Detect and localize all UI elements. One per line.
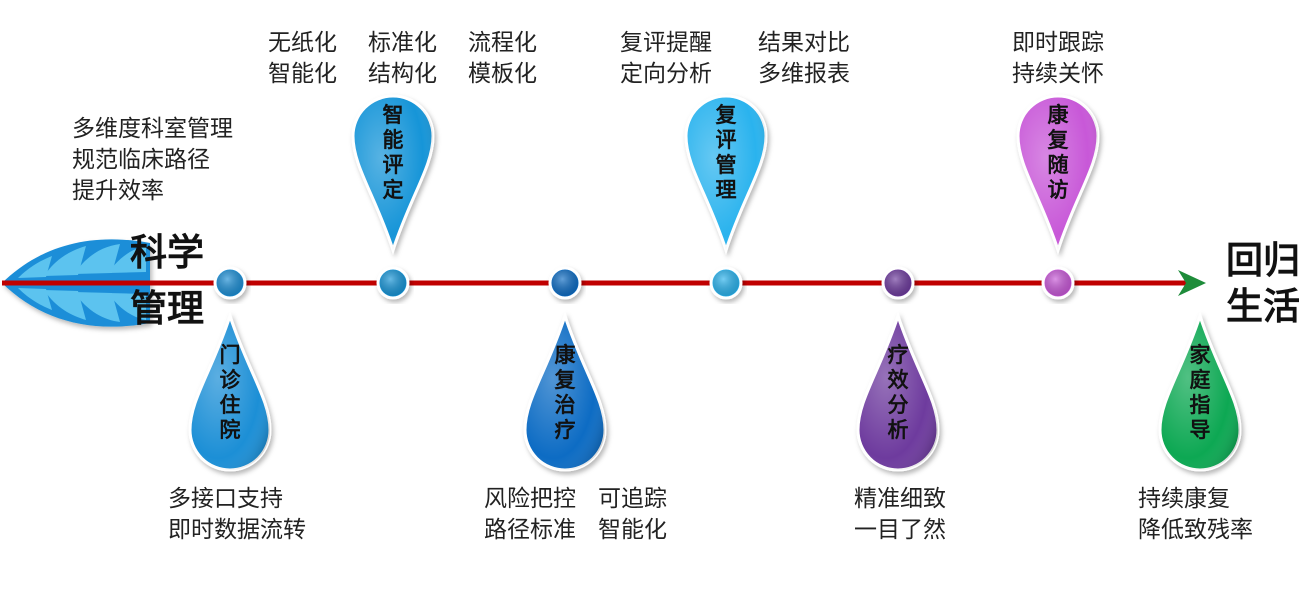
stage-label-char: 院: [220, 418, 241, 442]
stage-label-char: 能: [383, 128, 404, 152]
start-title-line-1: 科学: [130, 231, 204, 274]
note-line: 一目了然: [854, 517, 946, 543]
note-zhiliao-2: 可追踪 智能化: [598, 484, 667, 546]
stage-label-char: 评: [716, 128, 737, 152]
arrow-head-icon: [1178, 270, 1206, 296]
stage-label-char: 定: [383, 178, 404, 202]
note-pingding-1: 无纸化 智能化: [268, 28, 337, 90]
stage-label-char: 复: [715, 103, 738, 127]
note-fuping-1: 复评提醒 定向分析: [620, 28, 712, 90]
note-line: 智能化: [598, 517, 667, 543]
note-line: 结构化: [368, 61, 437, 87]
stage-label-char: 康: [1048, 103, 1070, 127]
note-line: 模板化: [468, 61, 537, 87]
note-line: 持续康复: [1138, 486, 1230, 512]
start-title-line-2: 管理: [130, 287, 204, 330]
note-line: 标准化: [368, 30, 437, 56]
stage-droplet-shade: [353, 96, 433, 250]
note-menzhen: 多接口支持 即时数据流转: [168, 484, 306, 546]
stage-label-char: 治: [555, 393, 576, 417]
timeline-node-shade: [713, 270, 739, 296]
start-title: 科学 管理: [130, 230, 204, 332]
timeline-node-shade: [552, 270, 578, 296]
intro-line-3: 提升效率: [72, 178, 164, 204]
stage-label-char: 分: [888, 393, 909, 417]
timeline-node-shade: [380, 270, 406, 296]
note-line: 无纸化: [268, 30, 337, 56]
note-line: 即时数据流转: [168, 517, 306, 543]
stage-label-char: 住: [220, 393, 241, 417]
note-line: 多维报表: [758, 61, 850, 87]
stage-droplet-shade: [525, 316, 605, 470]
stage-label-char: 管: [716, 153, 737, 177]
stage-label-char: 效: [888, 368, 909, 392]
stage-label-char: 随: [1048, 153, 1069, 177]
note-jiating: 持续康复 降低致残率: [1138, 484, 1253, 546]
stage-label-char: 门: [220, 343, 241, 367]
stage-droplet-shade: [858, 316, 938, 470]
stage-label-char: 指: [1190, 393, 1211, 417]
note-line: 可追踪: [598, 486, 667, 512]
stage-droplet-shade: [686, 96, 766, 250]
timeline-node-shade: [217, 270, 243, 296]
stage-label-char: 复: [1047, 128, 1070, 152]
stage-label-char: 诊: [220, 368, 242, 392]
note-line: 定向分析: [620, 61, 712, 87]
note-line: 持续关怀: [1012, 61, 1104, 87]
stage-label-char: 评: [383, 153, 404, 177]
stage-droplet-shade: [190, 316, 270, 470]
note-pingding-2: 标准化 结构化: [368, 28, 437, 90]
intro-line-2: 规范临床路径: [72, 147, 210, 173]
end-title-line-2: 生活: [1226, 285, 1300, 328]
stage-label-char: 析: [888, 418, 909, 442]
stage-label-char: 智: [383, 103, 404, 127]
note-line: 复评提醒: [620, 30, 712, 56]
end-title: 回归 生活: [1226, 238, 1300, 330]
note-line: 多接口支持: [168, 486, 283, 512]
note-line: 即时跟踪: [1012, 30, 1104, 56]
stage-label-char: 疗: [555, 418, 576, 442]
note-line: 精准细致: [854, 486, 946, 512]
stage-label-char: 理: [716, 178, 737, 202]
intro-line-1: 多维度科室管理: [72, 116, 233, 142]
timeline-node-shade: [1045, 270, 1071, 296]
note-zhiliao-1: 风险把控 路径标准: [484, 484, 576, 546]
note-line: 智能化: [268, 61, 337, 87]
note-line: 路径标准: [484, 517, 576, 543]
note-line: 风险把控: [484, 486, 576, 512]
note-line: 结果对比: [758, 30, 850, 56]
end-title-line-1: 回归: [1226, 239, 1300, 282]
stage-droplet-shade: [1018, 96, 1098, 250]
note-liaoxiao: 精准细致 一目了然: [854, 484, 946, 546]
stage-label-char: 复: [554, 368, 577, 392]
note-line: 流程化: [468, 30, 537, 56]
intro-text: 多维度科室管理 规范临床路径 提升效率: [72, 114, 233, 207]
stage-label-char: 家: [1190, 343, 1212, 367]
timeline-node-shade: [885, 270, 911, 296]
note-suifang: 即时跟踪 持续关怀: [1012, 28, 1104, 90]
stage-label-char: 庭: [1190, 368, 1211, 392]
stage-droplet-shade: [1160, 316, 1240, 470]
stage-label-char: 疗: [888, 343, 909, 367]
stage-label-char: 访: [1048, 178, 1069, 202]
note-fuping-2: 结果对比 多维报表: [758, 28, 850, 90]
note-line: 降低致残率: [1138, 517, 1253, 543]
note-pingding-3: 流程化 模板化: [468, 28, 537, 90]
stage-label-char: 康: [555, 343, 577, 367]
stage-label-char: 导: [1190, 418, 1211, 442]
